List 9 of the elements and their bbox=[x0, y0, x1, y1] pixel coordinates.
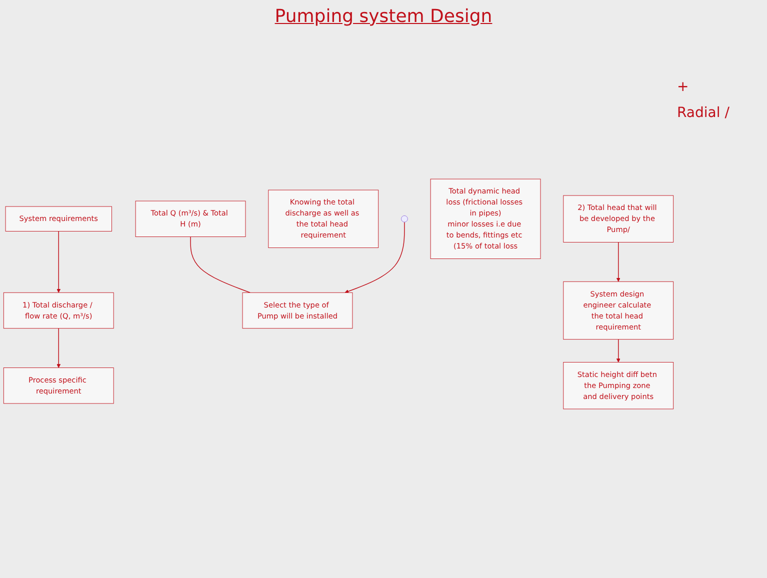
arrow bbox=[616, 338, 620, 362]
note-text: Radial / bbox=[677, 105, 730, 121]
note-text: + bbox=[677, 79, 690, 95]
title: Pumping system Design bbox=[274, 6, 494, 27]
arrow bbox=[616, 242, 620, 282]
arrow bbox=[56, 230, 61, 293]
arrow bbox=[56, 328, 61, 368]
arrow bbox=[344, 222, 405, 294]
connector bbox=[190, 236, 250, 293]
